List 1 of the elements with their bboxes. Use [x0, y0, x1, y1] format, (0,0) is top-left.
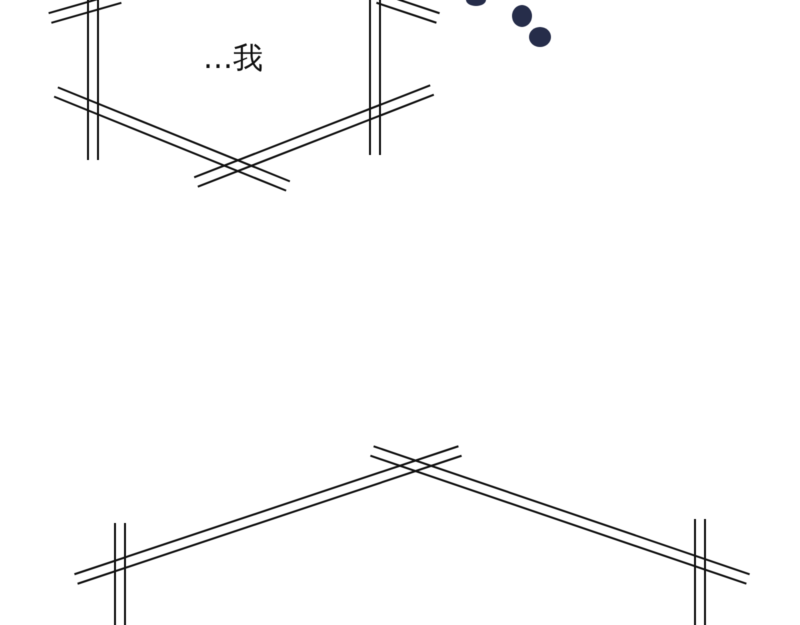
speech-text: …我 [203, 40, 263, 78]
